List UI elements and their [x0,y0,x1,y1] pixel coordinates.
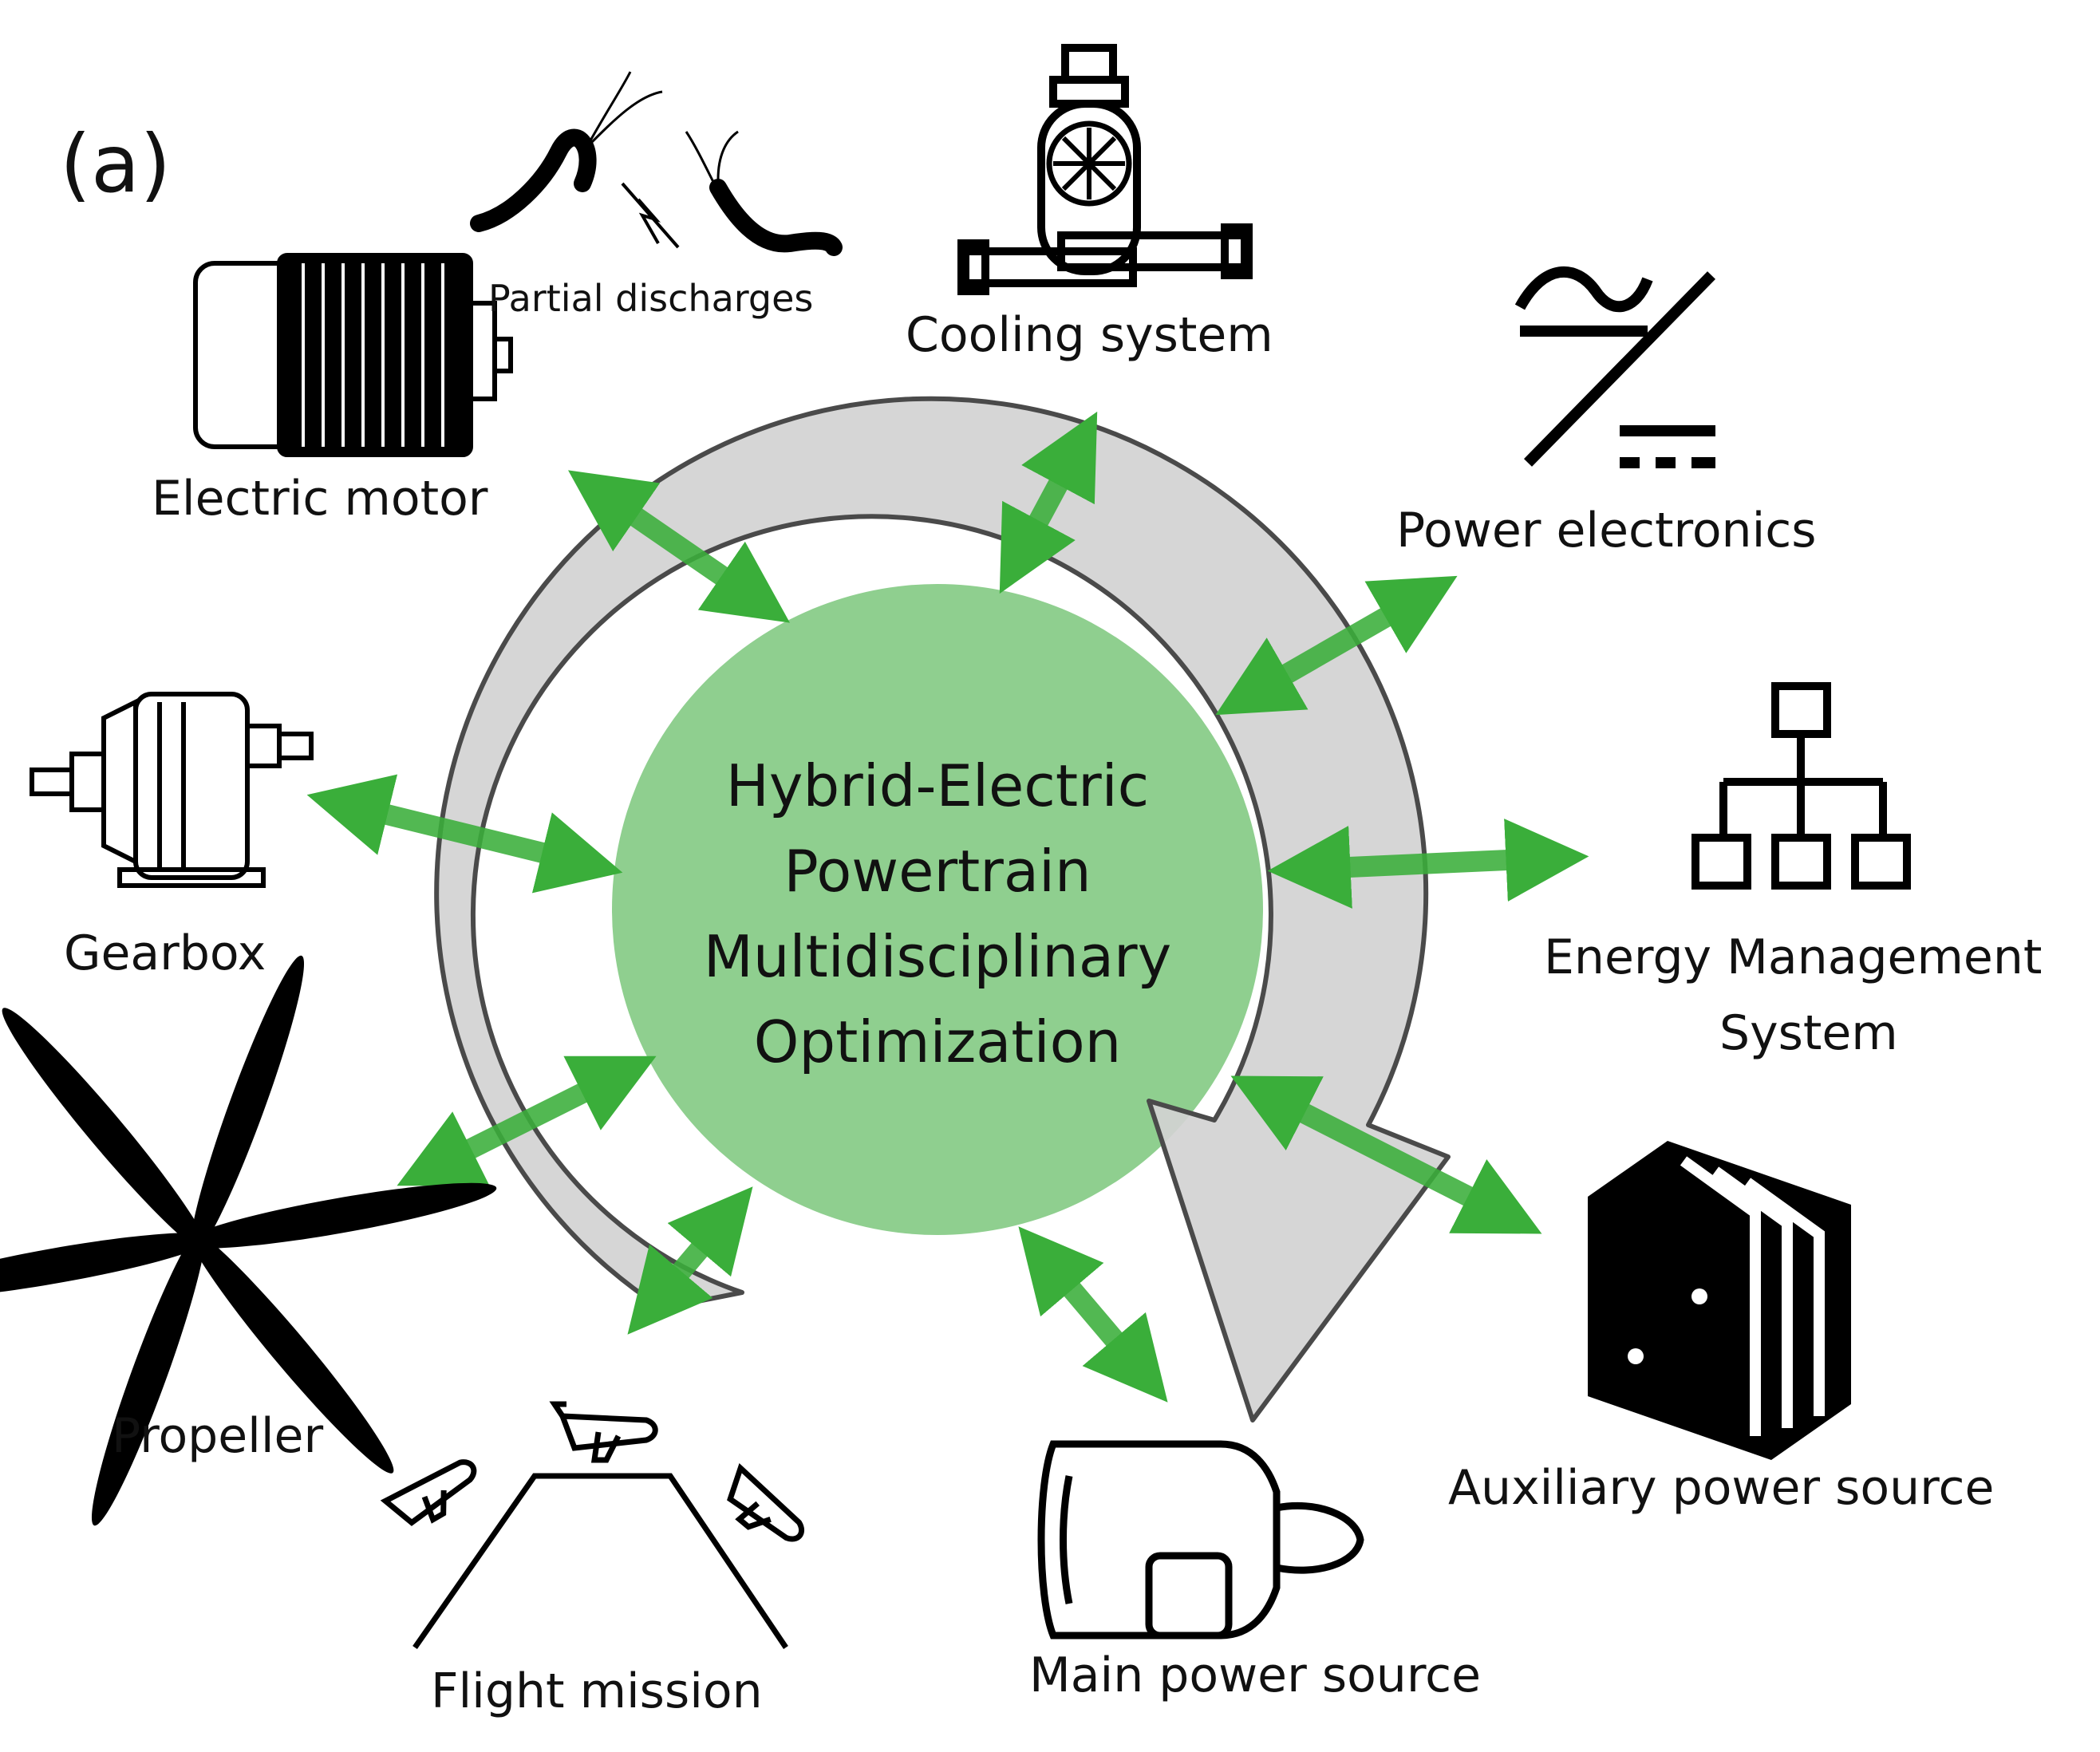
arrow-gearbox [306,774,623,894]
arrow-energy-management [1267,819,1589,909]
panel-label: (a) [60,117,171,211]
energy-management-label-1: Energy Management [1544,929,2042,985]
auxiliary-power-source-label: Auxiliary power source [1448,1460,1994,1516]
central-circle [612,584,1263,1235]
turbine-engine-icon [1037,1440,1364,1640]
airplane-cruise-icon [549,1401,658,1463]
center-line-3: Multidisciplinary [704,923,1171,990]
arrow-flight-mission [627,1186,753,1335]
electric-motor-icon [193,253,513,457]
center-line-1: Hybrid-Electric [726,752,1150,819]
ac-dc-converter-icon [1514,266,1716,468]
power-electronics-label: Power electronics [1396,503,1817,558]
electric-motor-label: Electric motor [152,471,488,527]
battery-pack-icon [1588,1141,1851,1460]
arrow-main-power [1018,1226,1168,1403]
partial-discharge-cable-icon [470,71,843,256]
gearbox-icon [30,692,314,888]
cooling-system-label: Cooling system [906,307,1273,363]
flight-profile-icon [380,1401,805,1650]
main-power-source-label: Main power source [1029,1647,1481,1703]
flight-mission-label: Flight mission [431,1663,763,1719]
partial-discharges-label: Partial discharges [488,277,813,320]
arrow-electric-motor [568,470,790,623]
airplane-climb-icon [380,1459,477,1526]
center-line-4: Optimization [754,1008,1122,1075]
arrow-power-electronics [1215,575,1458,716]
center-title: Hybrid-Electric Powertrain Multidiscipli… [704,752,1171,1075]
hierarchy-icon [1691,682,1911,890]
center-line-2: Powertrain [784,838,1091,905]
arrow-auxiliary-power [1230,1075,1542,1234]
propeller-icon [0,955,497,1526]
airplane-descent-icon [727,1462,805,1542]
gearbox-label: Gearbox [64,925,266,981]
arrow-propeller [397,1056,657,1186]
energy-management-label-2: System [1719,1005,1898,1061]
connector-arrows [306,411,1589,1403]
arrow-cooling-system [999,411,1098,594]
propeller-label: Propeller [112,1408,323,1464]
pump-icon [957,44,1253,295]
